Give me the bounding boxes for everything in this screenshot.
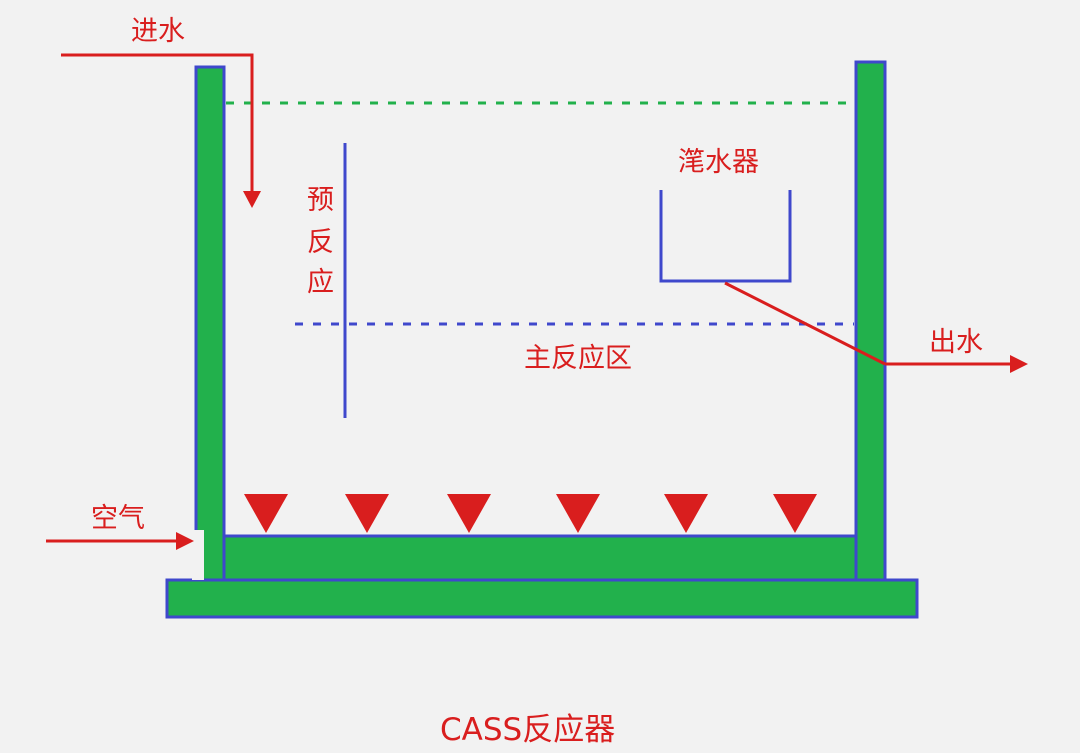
tank-base: [165, 578, 919, 619]
pre-reaction-label-2: 反: [307, 227, 334, 258]
outlet-arrow-icon: [724, 281, 1028, 373]
air-arrow-icon: [46, 532, 194, 550]
left-wall: [194, 65, 226, 582]
diffuser-icon: [244, 494, 288, 533]
pre-reaction-label-1: 预: [307, 185, 334, 216]
right-wall: [854, 60, 887, 582]
air-inlet-gap: [192, 530, 204, 580]
tank-floor: [194, 534, 860, 582]
diffuser-icon: [664, 494, 708, 533]
tank: [165, 60, 919, 619]
inlet-arrow-icon: [61, 53, 261, 208]
inlet-label: 进水: [131, 16, 185, 47]
pre-reaction-label-3: 应: [307, 267, 334, 298]
decanter-label: 滗水器: [678, 147, 759, 178]
diagram-title: CASS反应器: [440, 712, 615, 748]
diffuser-icon: [447, 494, 491, 533]
diffuser-icon: [556, 494, 600, 533]
diffuser-group: [244, 494, 817, 533]
decanter: [659, 190, 792, 283]
diffuser-icon: [345, 494, 389, 533]
outlet-label: 出水: [929, 327, 983, 358]
air-label: 空气: [91, 503, 145, 534]
diffuser-icon: [773, 494, 817, 533]
main-zone-label: 主反应区: [524, 343, 632, 374]
